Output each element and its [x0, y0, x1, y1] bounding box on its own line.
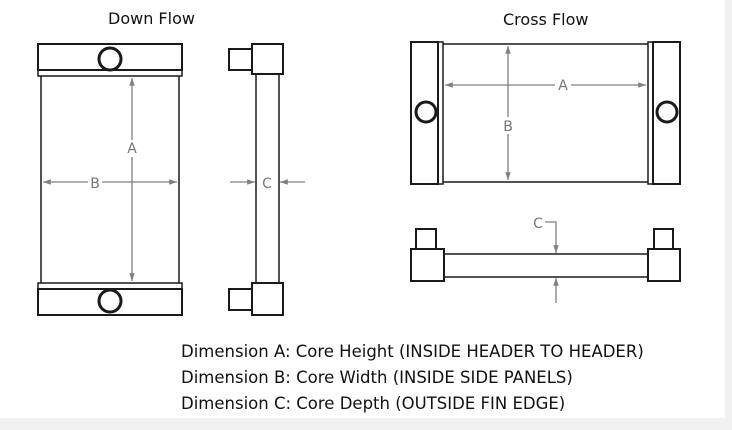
- legend-dimension-a: Dimension A: Core Height (INSIDE HEADER …: [181, 342, 644, 361]
- dimension-b-label: B: [90, 176, 100, 192]
- bottom-port-icon: [97, 288, 123, 314]
- legend-dimension-c: Dimension C: Core Depth (OUTSIDE FIN EDG…: [181, 394, 566, 413]
- radiator-drawings: A B C A B C: [37, 41, 681, 316]
- down-flow-side-view: [228, 43, 284, 316]
- dimension-c-label: C: [262, 176, 272, 192]
- right-port-icon: [655, 100, 679, 124]
- left-port-icon: [414, 100, 438, 124]
- cross-flow-title: Cross Flow: [503, 10, 589, 29]
- dimension-a-label-cross: A: [558, 78, 568, 94]
- diagram-canvas: Down Flow Cross Flow: [0, 0, 725, 418]
- dimension-a-label: A: [127, 141, 137, 157]
- down-flow-title: Down Flow: [108, 9, 195, 28]
- dimension-b-label-cross: B: [503, 119, 513, 135]
- down-flow-front-view: [37, 43, 183, 316]
- cross-flow-front-view: [410, 41, 681, 185]
- dimension-c-label-cross: C: [533, 216, 543, 232]
- cross-flow-top-view: [410, 228, 681, 282]
- top-port-icon: [97, 46, 123, 72]
- legend-dimension-b: Dimension B: Core Width (INSIDE SIDE PAN…: [181, 368, 573, 387]
